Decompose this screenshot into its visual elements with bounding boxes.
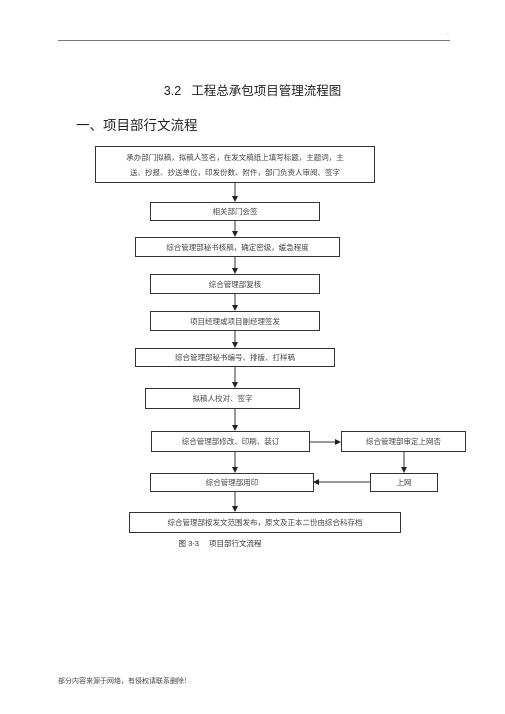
page-heading: 3.2 工程总承包项目管理流程图 — [0, 80, 505, 99]
figure-caption: 图 3-3 项目部行文流程 — [0, 538, 440, 549]
flow-step-publish: 综合管理部按发文范围发布，原文及正本二份由综合科存档 — [129, 512, 401, 533]
flow-step-review: 综合管理部秘书核稿，确定密级，缓急程度 — [135, 237, 340, 257]
figure-title: 项目部行文流程 — [208, 539, 262, 548]
heading-number: 3.2 — [163, 84, 182, 98]
flow-side-online-check: 综合管理部审定上网否 — [341, 431, 466, 452]
header-rule — [58, 40, 450, 41]
flow-step-approve: 项目经理或项目副经理签发 — [150, 311, 320, 331]
flow-step-seal: 综合管理部用印 — [150, 473, 314, 492]
header-mark: . — [447, 30, 449, 37]
flow-step-drafting-line2: 送、抄报、抄送单位，印发份数、附件，部门负责人审阅、签字 — [130, 168, 340, 177]
flow-step-numbering: 综合管理部秘书编号、排版、打样稿 — [135, 348, 335, 367]
flow-step-print: 综合管理部修改、印刷、装订 — [151, 431, 310, 452]
flow-step-countersign: 相关部门会签 — [150, 202, 320, 221]
section-title: 一、项目部行文流程 — [76, 118, 198, 134]
heading-title: 工程总承包项目管理流程图 — [191, 83, 342, 98]
flow-step-proofread: 拟稿人校对、签字 — [145, 388, 300, 409]
page-footer: 部分内容来源于网络，有侵权请联系删除! — [58, 677, 187, 685]
figure-number: 图 3-3 — [178, 539, 199, 548]
flow-step-recheck: 综合管理部复核 — [150, 274, 320, 294]
flow-step-drafting: 承办部门拟稿，拟稿人签名，在发文稿纸上填写标题，主题词，主 送、抄报、抄送单位，… — [95, 146, 375, 183]
flow-step-drafting-line1: 承办部门拟稿，拟稿人签名，在发文稿纸上填写标题，主题词，主 — [126, 153, 344, 162]
flow-side-online: 上网 — [370, 473, 438, 492]
